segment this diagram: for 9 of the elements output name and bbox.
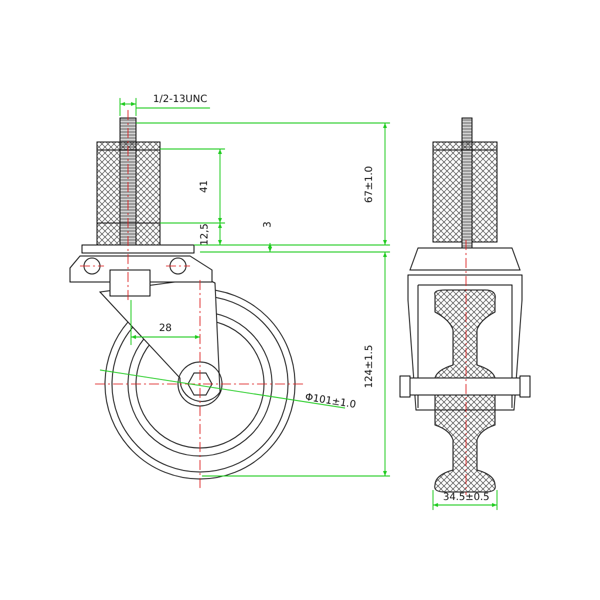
dimension-label: 28 [159, 323, 172, 334]
dimension-label: 67±1.0 [364, 166, 375, 202]
dimension-label: 3 [262, 220, 274, 228]
dimension-label: 12,5 [199, 222, 210, 246]
dimension-label: 124±1.5 [364, 344, 376, 388]
dimension-label: 1/2-13UNC [153, 94, 208, 105]
dimension-label: 34.5±0.5 [443, 492, 490, 503]
dimension-label: 41 [198, 180, 210, 192]
dimension-label: Φ101±1.0 [304, 392, 357, 411]
